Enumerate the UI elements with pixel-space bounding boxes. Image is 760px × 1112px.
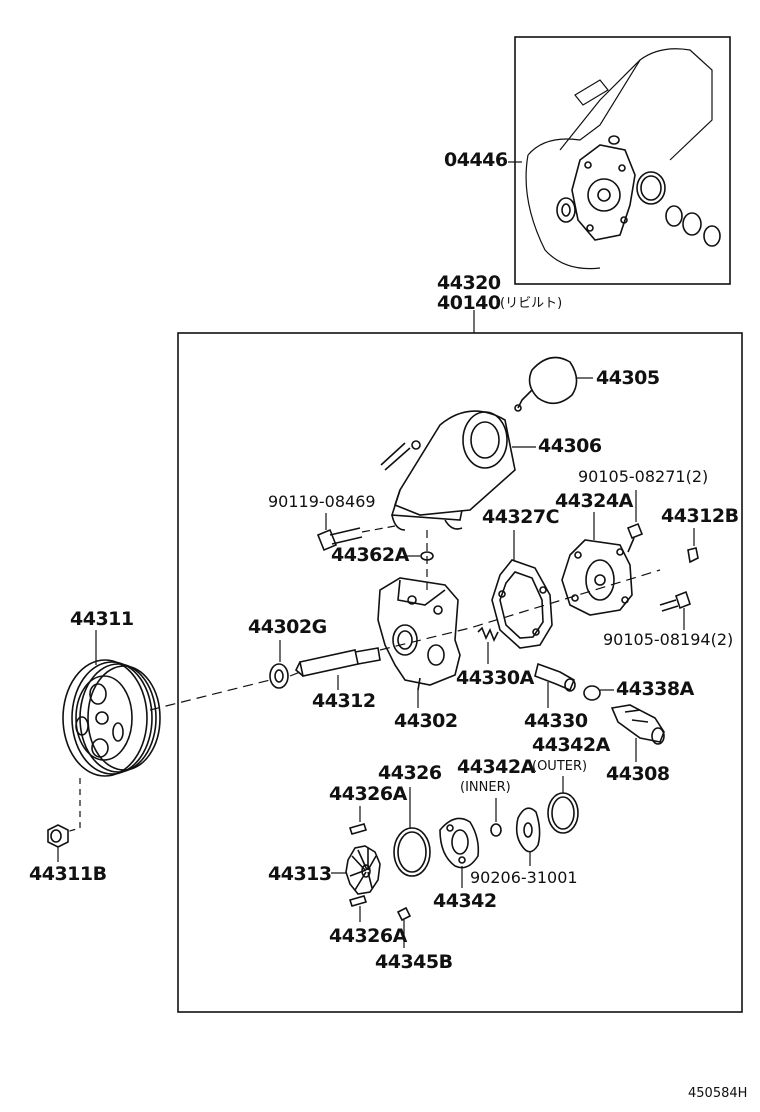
bolt-90119 (316, 527, 363, 552)
o-ring-44342A-inner (490, 823, 502, 837)
label-04446: 04446 (444, 149, 508, 171)
cam-ring (439, 817, 480, 869)
label-90105-08194: 90105-08194(2) (603, 630, 734, 649)
rotor (345, 845, 381, 895)
flow-control-valve (534, 662, 576, 692)
assembly-frame (177, 332, 743, 1013)
label-44338A: 44338A (616, 678, 694, 700)
label-44305: 44305 (596, 367, 660, 389)
label-40140: 40140 (437, 292, 501, 314)
label-44330A: 44330A (456, 667, 534, 689)
inset-pump-ghost (525, 48, 713, 270)
label-44311: 44311 (70, 608, 134, 630)
dash-pulley-nut (65, 778, 81, 833)
label-44311B: 44311B (29, 863, 107, 885)
pump-shaft (295, 647, 381, 677)
label-44312: 44312 (312, 690, 376, 712)
inset-o-rings (608, 135, 721, 247)
label-44326A-top: 44326A (329, 783, 407, 805)
label-inner-note: (INNER) (460, 780, 511, 795)
o-ring-44338A (583, 685, 601, 701)
dash-bolt-line (361, 525, 396, 533)
label-44313: 44313 (268, 863, 332, 885)
pump-body (377, 577, 461, 691)
bolt-90105-08194 (659, 590, 691, 612)
rear-housing (561, 539, 633, 616)
label-44320: 44320 (437, 272, 501, 294)
label-44330: 44330 (524, 710, 588, 732)
label-44302: 44302 (394, 710, 458, 732)
side-plate (393, 827, 431, 877)
o-ring-44342A-outer-inner-edge (551, 796, 575, 830)
label-rebuilt-note: (リビルト) (500, 296, 563, 311)
label-44306: 44306 (538, 435, 602, 457)
label-44327C: 44327C (482, 506, 560, 528)
label-44326: 44326 (378, 762, 442, 784)
reservoir-cap (514, 356, 578, 412)
dash-main-axis (149, 569, 661, 711)
gasket-44327C (491, 559, 553, 649)
pin-44326A-bottom (348, 895, 368, 907)
label-44342A-outer: 44342A (532, 734, 610, 756)
label-90105-08271: 90105-08271(2) (578, 467, 709, 486)
label-outer-note: (OUTER) (532, 759, 588, 774)
oil-seal-44302G (269, 663, 289, 689)
inset-gasket-plate (571, 144, 636, 241)
plug-44312B (687, 547, 699, 564)
pin-44326A-top (348, 823, 368, 835)
label-44308: 44308 (606, 763, 670, 785)
inset-frame (514, 36, 731, 285)
label-44362A: 44362A (331, 544, 409, 566)
label-44326A-bottom: 44326A (329, 925, 407, 947)
label-44312B: 44312B (661, 505, 739, 527)
vane-44345B (396, 906, 412, 922)
pulley-nut (47, 824, 69, 848)
plate-90206 (515, 807, 541, 853)
label-44342: 44342 (433, 890, 497, 912)
label-44302G: 44302G (248, 616, 327, 638)
label-90119-08469: 90119-08469 (268, 492, 376, 511)
union-fitting (610, 704, 665, 745)
label-44324A: 44324A (555, 490, 633, 512)
label-44345B: 44345B (375, 951, 453, 973)
spring-44330A (477, 626, 499, 642)
label-90206-31001: 90206-31001 (470, 868, 578, 887)
reservoir-tank (380, 410, 516, 531)
pulley (62, 659, 161, 777)
diagram-code: 450584H (688, 1086, 748, 1101)
inset-seal-ring (556, 197, 576, 223)
bolt-90105-08271 (626, 522, 644, 553)
label-44342A-inner: 44342A (457, 756, 535, 778)
